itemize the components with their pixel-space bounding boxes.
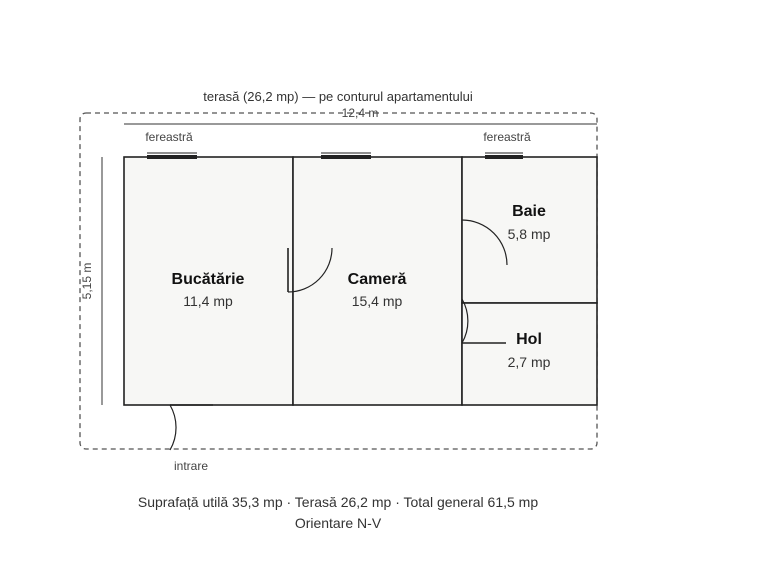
window-label-right: fereastră xyxy=(483,130,531,144)
entrance-label: intrare xyxy=(174,459,208,473)
room-area-bucatarie: 11,4 mp xyxy=(183,293,233,309)
window-label-left: fereastră xyxy=(145,130,193,144)
room-hol xyxy=(461,302,598,406)
width-dimension-label: 12,4 m xyxy=(342,106,379,120)
terrace-note: terasă (26,2 mp) — pe conturul apartamen… xyxy=(203,89,473,104)
summary-line-1: Suprafață utilă 35,3 mp · Terasă 26,2 mp… xyxy=(137,494,539,510)
door-baie xyxy=(461,219,508,266)
room-area-camera: 15,4 mp xyxy=(352,293,403,309)
room-area-hol: 2,7 mp xyxy=(508,354,551,370)
room-area-baie: 5,8 mp xyxy=(508,226,551,242)
room-name-camera: Cameră xyxy=(348,271,407,288)
room-name-bucatarie: Bucătărie xyxy=(172,271,245,288)
summary-line-2: Orientare N-V xyxy=(294,515,382,531)
room-bucatarie xyxy=(123,156,294,406)
room-name-hol: Hol xyxy=(516,331,542,348)
room-baie xyxy=(461,156,598,304)
height-dimension-label: 5,15 m xyxy=(80,263,94,300)
room-name-baie: Baie xyxy=(512,203,546,220)
